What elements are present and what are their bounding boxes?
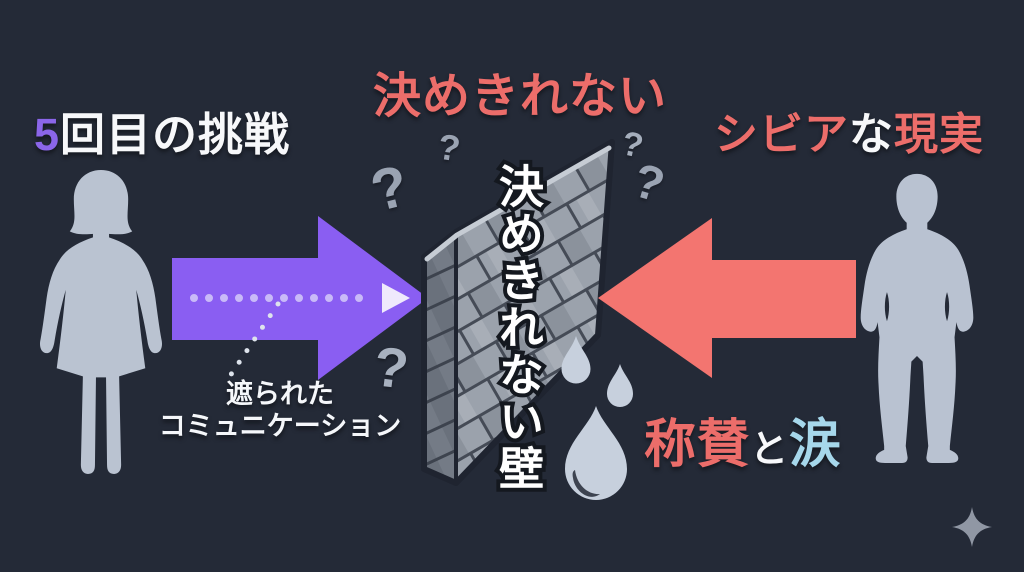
- praise-text: 称賛: [644, 416, 751, 474]
- na-text: な: [849, 110, 894, 159]
- title-number: 5: [34, 109, 61, 160]
- arrow-right-purple-icon: [172, 216, 428, 380]
- brick-wall-icon: [421, 139, 615, 486]
- blocked-line2: コミュニケーション: [158, 411, 402, 442]
- wall-vertical-label: 決めきれない壁: [488, 159, 547, 496]
- title-cannot-decide: 決めきれない: [372, 70, 667, 123]
- male-silhouette-icon: [860, 173, 974, 463]
- praise-and-tears-label: 称賛と涙: [644, 402, 894, 477]
- arrow-left-red-icon: [598, 218, 856, 378]
- tears-text: 涙: [789, 416, 843, 474]
- sparkle-icon: [952, 507, 992, 547]
- severe-text: シビア: [714, 110, 849, 159]
- title-rest: 回目の挑戦: [60, 109, 291, 160]
- blocked-line1: 遮られた: [226, 379, 334, 409]
- dotted-line-arrowhead-icon: [382, 283, 410, 313]
- dotted-connector: [227, 301, 281, 379]
- female-silhouette-icon: [39, 170, 163, 474]
- reality-text: 現実: [894, 110, 984, 159]
- title-severe-reality: シビアな現実: [714, 98, 1014, 162]
- title-fifth-attempt: 5回目の挑戦: [34, 98, 290, 163]
- blocked-communication-label: 遮られた コミュニケーション: [148, 378, 412, 443]
- teardrop-icons: [561, 336, 633, 500]
- to-text: と: [750, 429, 790, 471]
- question-mark-icon: ?: [627, 154, 671, 214]
